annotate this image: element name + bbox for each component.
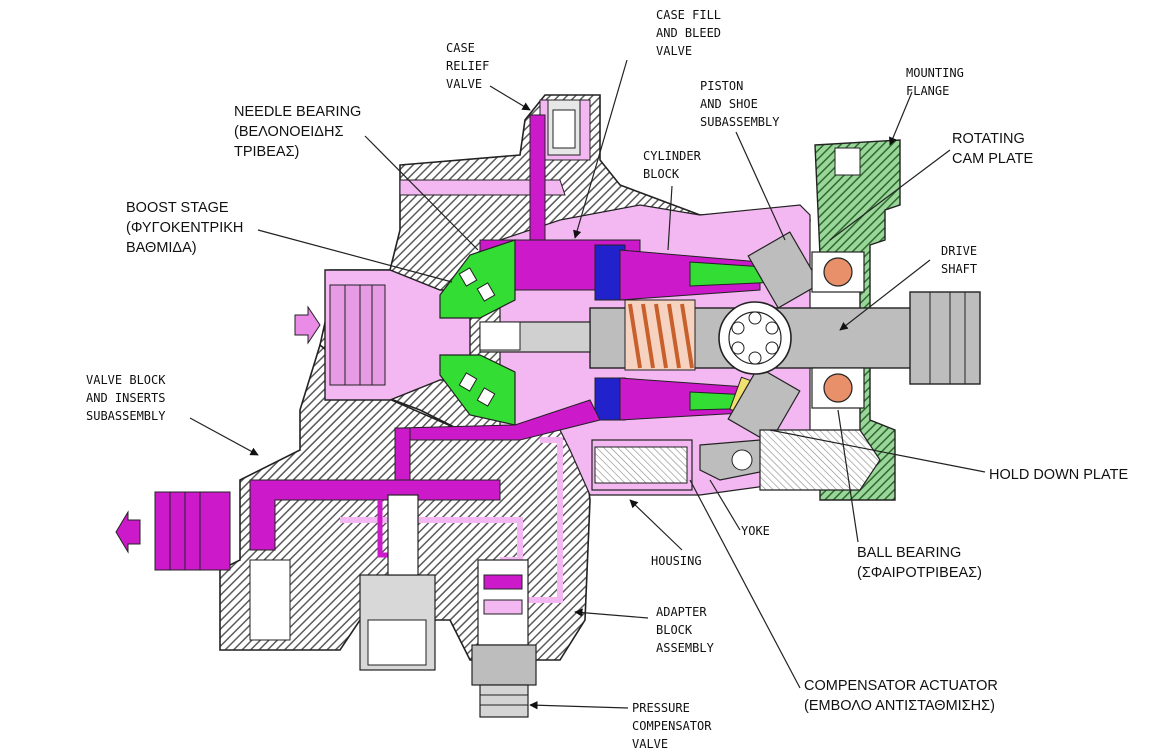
label-yoke-line1: YOKE — [741, 524, 770, 538]
label-needle-bearing: NEEDLE BEARING (ΒΕΛΟΝΟΕΙΔΗΣ ΤΡΙΒΕΑΣ) — [234, 104, 361, 160]
label-cylinder-block-line2: BLOCK — [643, 167, 680, 181]
label-valve-block-line1: VALVE BLOCK — [86, 373, 166, 387]
label-pressure-compensator-line2: COMPENSATOR — [632, 719, 712, 733]
label-compensator-actuator: COMPENSATOR ACTUATOR (ΕΜΒΟΛΟ ΑΝΤΙΣΤΑΘΜΙΣ… — [804, 678, 998, 714]
compensator-actuator-part — [591, 429, 881, 491]
label-adapter-block-line2: BLOCK — [656, 623, 693, 637]
label-valve-block-line2: AND INSERTS — [86, 391, 165, 405]
label-boost-stage: BOOST STAGE (ΦΥΓΟΚΕΝΤΡΙΚΗ ΒΑΘΜΙΔΑ) — [126, 200, 243, 256]
label-ball-bearing-line2: (ΣΦΑΙΡΟΤΡΙΒΕΑΣ) — [857, 565, 982, 581]
label-adapter-block: ADAPTER BLOCK ASSEMBLY — [656, 605, 715, 655]
label-drive-shaft: DRIVE SHAFT — [941, 244, 977, 276]
label-mounting-flange: MOUNTING FLANGE — [906, 66, 964, 98]
label-case-relief-line2: RELIEF — [446, 59, 489, 73]
label-needle-bearing-line3: ΤΡΙΒΕΑΣ) — [234, 144, 299, 160]
label-rotating-cam-line2: CAM PLATE — [952, 151, 1033, 167]
label-needle-bearing-line2: (ΒΕΛΟΝΟΕΙΔΗΣ — [234, 124, 343, 140]
label-boost-stage-line2: (ΦΥΓΟΚΕΝΤΡΙΚΗ — [126, 220, 243, 236]
label-case-fill-line3: VALVE — [656, 44, 692, 58]
label-hold-down-line1: HOLD DOWN PLATE — [989, 467, 1128, 483]
label-valve-block: VALVE BLOCK AND INSERTS SUBASSEMBLY — [86, 373, 166, 423]
outlet-arrow-icon — [115, 510, 141, 554]
label-adapter-block-line1: ADAPTER — [656, 605, 707, 619]
label-ball-bearing-line1: BALL BEARING — [857, 545, 961, 561]
label-drive-shaft-line2: SHAFT — [941, 262, 977, 276]
label-drive-shaft-line1: DRIVE — [941, 244, 977, 258]
label-case-fill-line1: CASE FILL — [656, 8, 721, 22]
label-boost-stage-line3: ΒΑΘΜΙΔΑ) — [126, 240, 197, 256]
label-case-relief: CASE RELIEF VALVE — [446, 41, 489, 91]
boost-stage-impeller — [439, 239, 521, 426]
label-cylinder-block: CYLINDER BLOCK — [643, 149, 702, 181]
leader-lines — [189, 59, 986, 710]
label-piston-shoe-line1: PISTON — [700, 79, 743, 93]
label-case-relief-line1: CASE — [446, 41, 475, 55]
pressure-compensator-part — [359, 494, 537, 718]
label-pressure-compensator-line3: VALVE — [632, 737, 668, 751]
label-rotating-cam-line1: ROTATING — [952, 131, 1025, 147]
label-housing: HOUSING — [651, 554, 702, 568]
label-piston-shoe: PISTON AND SHOE SUBASSEMBLY — [700, 79, 780, 129]
label-valve-block-line3: SUBASSEMBLY — [86, 409, 166, 423]
label-housing-line1: HOUSING — [651, 554, 702, 568]
label-case-relief-line3: VALVE — [446, 77, 482, 91]
label-piston-shoe-line2: AND SHOE — [700, 97, 758, 111]
label-mounting-flange-line2: FLANGE — [906, 84, 949, 98]
cam-plate-part — [718, 231, 865, 444]
outlet-passages — [154, 399, 601, 641]
label-cylinder-block-line1: CYLINDER — [643, 149, 702, 163]
label-yoke: YOKE — [741, 524, 770, 538]
label-needle-bearing-line1: NEEDLE BEARING — [234, 104, 361, 120]
label-compensator-actuator-line2: (ΕΜΒΟΛΟ ΑΝΤΙΣΤΑΘΜΙΣΗΣ) — [804, 698, 995, 714]
label-hold-down-plate: HOLD DOWN PLATE — [989, 467, 1128, 483]
label-pressure-compensator: PRESSURE COMPENSATOR VALVE — [632, 701, 712, 751]
label-adapter-block-line3: ASSEMBLY — [656, 641, 715, 655]
label-ball-bearing: BALL BEARING (ΣΦΑΙΡΟΤΡΙΒΕΑΣ) — [857, 545, 982, 581]
spring-part — [624, 299, 696, 371]
label-compensator-actuator-line1: COMPENSATOR ACTUATOR — [804, 678, 998, 694]
label-boost-stage-line1: BOOST STAGE — [126, 200, 229, 216]
label-pressure-compensator-line1: PRESSURE — [632, 701, 690, 715]
label-piston-shoe-line3: SUBASSEMBLY — [700, 115, 780, 129]
label-rotating-cam: ROTATING CAM PLATE — [952, 131, 1033, 167]
label-mounting-flange-line1: MOUNTING — [906, 66, 964, 80]
label-case-fill: CASE FILL AND BLEED VALVE — [656, 8, 721, 58]
label-case-fill-line2: AND BLEED — [656, 26, 721, 40]
inlet-arrow-icon — [294, 305, 321, 345]
